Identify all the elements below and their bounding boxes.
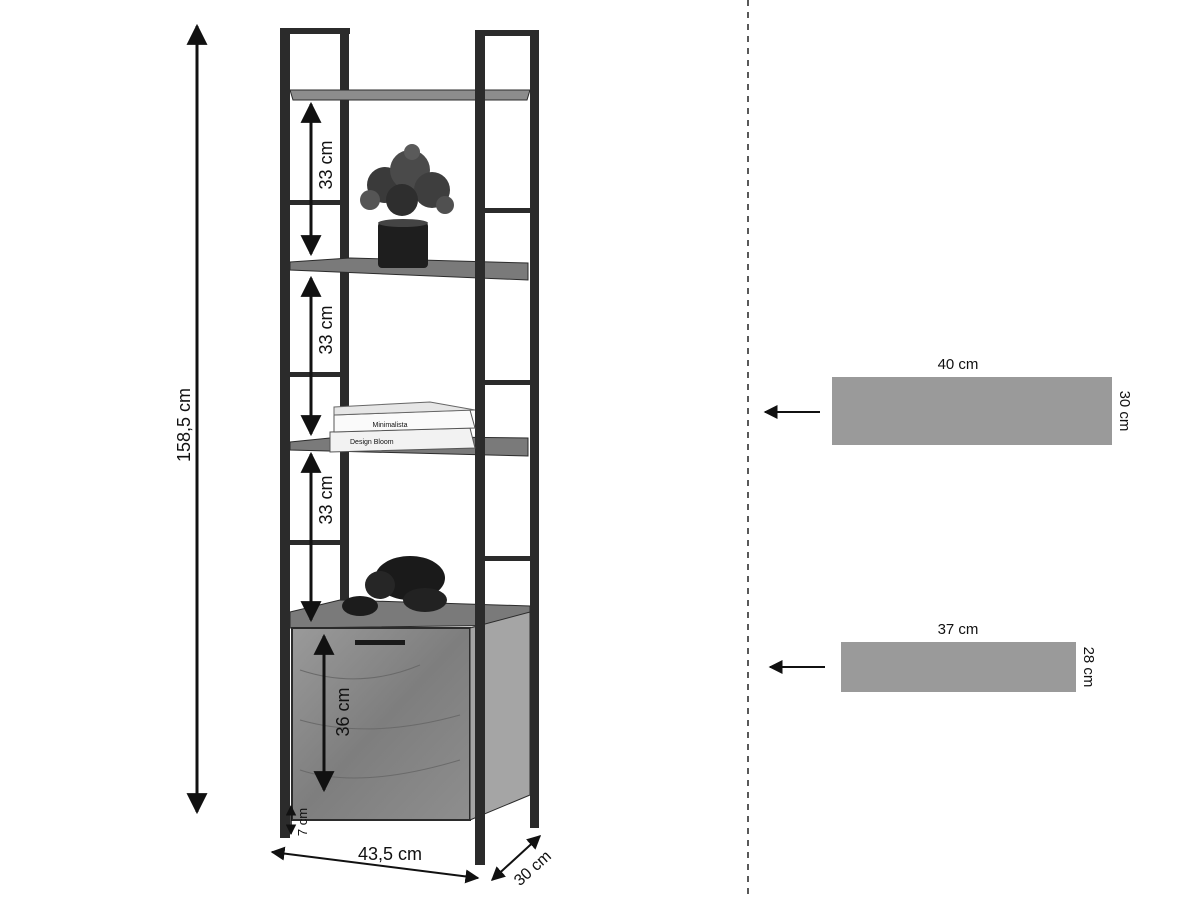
plate-width-label: 40 cm (938, 356, 979, 373)
gap-label: 33 cm (316, 475, 336, 524)
left-crossbar (287, 200, 342, 205)
books-decoration: Minimalista Design Bloom (329, 401, 476, 453)
shelf-plate-large: 40 cm 30 cm (763, 356, 1133, 445)
front-left-post (280, 28, 290, 838)
plant-decoration (360, 144, 454, 268)
book-title: Minimalista (372, 422, 407, 429)
width-arrow (270, 846, 480, 884)
top-rail-left (282, 28, 350, 34)
right-crossbar (484, 380, 534, 385)
shelf-plate (832, 377, 1112, 445)
left-crossbar (287, 372, 342, 377)
cabinet-label: 36 cm (333, 687, 353, 736)
plate-depth-label: 28 cm (1080, 647, 1097, 688)
shelf-unit: Minimalista Design Bloom (280, 28, 539, 865)
shelf-top (289, 89, 531, 101)
cabinet-handle (355, 640, 405, 645)
book-title: Design Bloom (350, 439, 394, 446)
depth-label: 30 cm (511, 848, 555, 890)
top-rail-right (476, 30, 539, 36)
knot-sculpture (342, 556, 447, 616)
height-dimension: 158,5 cm (174, 23, 208, 815)
shelf-plate (841, 642, 1076, 692)
width-label: 43,5 cm (358, 844, 422, 864)
right-crossbar (484, 556, 534, 561)
depth-arrow (490, 835, 542, 881)
right-crossbar (484, 208, 534, 213)
plate-width-label: 37 cm (938, 621, 979, 638)
gap-label: 33 cm (316, 140, 336, 189)
leg-label: 7 cm (295, 808, 310, 836)
back-right-post (530, 32, 539, 828)
gap-label: 33 cm (316, 305, 336, 354)
gap-dimensions: 33 cm 33 cm 33 cm 36 cm 7 cm (285, 101, 353, 836)
base-dimensions: 43,5 cm 30 cm (270, 835, 555, 890)
left-crossbar (287, 540, 342, 545)
front-right-post (475, 30, 485, 865)
height-label: 158,5 cm (174, 388, 194, 462)
plate-depth-label: 30 cm (1116, 391, 1133, 432)
back-left-post (340, 32, 349, 622)
shelf-plate-small: 37 cm 28 cm (768, 621, 1097, 692)
